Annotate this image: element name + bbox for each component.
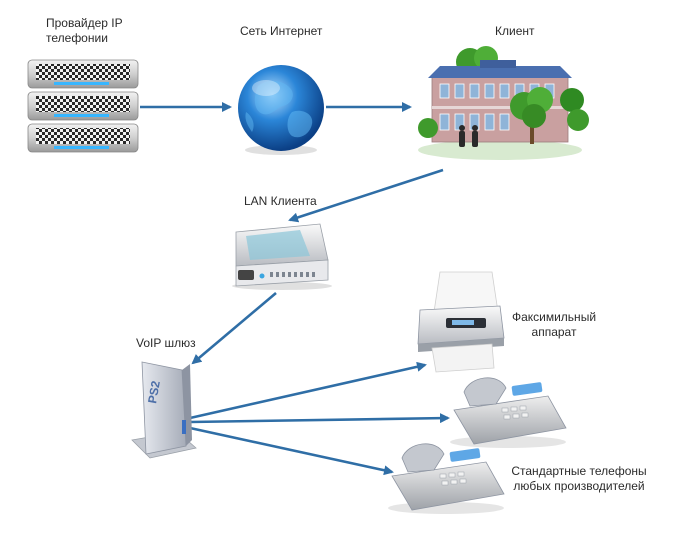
label-provider-line-1: Провайдер IP [46,16,123,30]
arrow-gateway-to-phone-2 [189,426,394,476]
label-phones-line-1: Стандартные телефоны [511,464,647,478]
office-building-icon [418,46,589,160]
fax-machine-icon [417,271,505,373]
label-provider-line-2: телефонии [46,31,108,45]
label-internet: Сеть Интернет [240,24,323,38]
connection-arrows [140,102,450,476]
label-fax: Факсимильный аппарат [508,310,600,340]
gateway-logo: PS2 [145,379,163,404]
label-voip: VoIP шлюз [136,336,196,350]
server-rack-icon [27,59,139,153]
label-phones: Стандартные телефоны любых производителе… [506,464,652,494]
label-client: Клиент [495,24,535,38]
label-fax-line-1: Факсимильный [511,310,597,324]
globe-icon [238,65,324,155]
label-provider: Провайдер IP телефонии [46,16,123,46]
label-phones-line-2: любых производителей [513,479,645,493]
desk-phone-icon [388,443,505,514]
desk-phone-icon [450,377,567,448]
arrow-gateway-to-fax [189,361,427,420]
voip-gateway-icon: PS2 [131,361,197,459]
arrow-gateway-to-phone-1 [189,413,450,424]
arrow-client-to-lan [288,168,444,223]
arrow-lan-to-gateway [191,292,277,365]
label-lan: LAN Клиента [244,194,317,208]
router-icon [232,223,332,290]
label-fax-line-2: аппарат [531,325,577,339]
